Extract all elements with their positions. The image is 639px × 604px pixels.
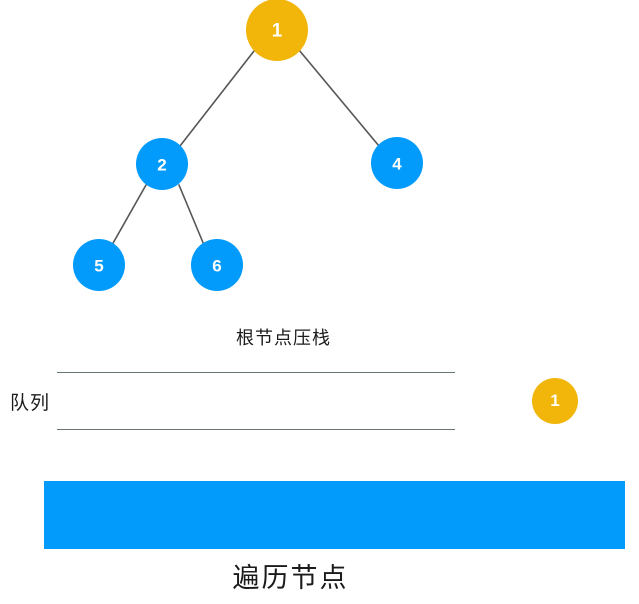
tree-node-2[interactable]: 2 bbox=[136, 138, 188, 190]
push-root-caption: 根节点压栈 bbox=[236, 328, 331, 349]
tree-node-1-circle[interactable] bbox=[246, 0, 308, 61]
traverse-progress-bar bbox=[44, 481, 625, 549]
tree-node-6-label: 6 bbox=[212, 257, 221, 276]
tree-node-4[interactable]: 4 bbox=[371, 137, 423, 189]
tree-node-5-circle[interactable] bbox=[73, 239, 125, 291]
traverse-caption: 遍历节点 bbox=[232, 563, 349, 594]
tree-node-5-label: 5 bbox=[94, 257, 103, 276]
edge-1-to-4 bbox=[298, 49, 380, 147]
queue-token-1[interactable]: 1 bbox=[532, 378, 578, 424]
tree-node-2-label: 2 bbox=[157, 156, 166, 175]
edge-2-to-5 bbox=[111, 184, 147, 246]
edge-1-to-2 bbox=[179, 50, 255, 147]
tree-node-6[interactable]: 6 bbox=[191, 239, 243, 291]
tree-node-1-label: 1 bbox=[272, 21, 283, 42]
queue-rail-top bbox=[57, 372, 455, 373]
tree-node-4-label: 4 bbox=[392, 155, 402, 174]
tree-node-1[interactable]: 1 bbox=[246, 0, 308, 61]
tree-node-4-circle[interactable] bbox=[371, 137, 423, 189]
queue-rail-bottom bbox=[57, 429, 455, 430]
tree-node-2-circle[interactable] bbox=[136, 138, 188, 190]
queue-label: 队列 bbox=[10, 392, 51, 414]
tree-edges bbox=[111, 49, 380, 246]
tree-node-6-circle[interactable] bbox=[191, 239, 243, 291]
tree-node-5[interactable]: 5 bbox=[73, 239, 125, 291]
edge-2-to-6 bbox=[178, 184, 205, 246]
